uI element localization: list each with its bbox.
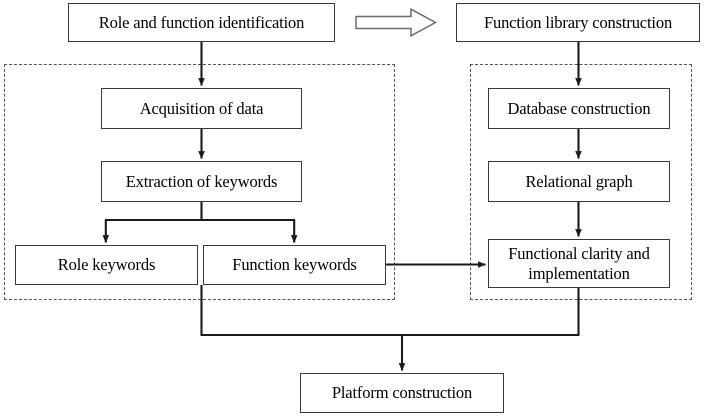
node-label: Extraction of keywords bbox=[125, 171, 278, 191]
node-label-line-2: implementation bbox=[528, 263, 630, 283]
node-relational-graph[interactable]: Relational graph bbox=[488, 161, 670, 202]
role-to-library-block-arrow bbox=[355, 8, 437, 37]
node-function-library-construction[interactable]: Function library construction bbox=[456, 3, 700, 42]
node-label: Acquisition of data bbox=[139, 98, 264, 118]
node-label: Platform construction bbox=[331, 383, 473, 403]
node-label: Database construction bbox=[507, 98, 651, 118]
node-role-keywords[interactable]: Role keywords bbox=[15, 245, 198, 285]
node-database-construction[interactable]: Database construction bbox=[488, 88, 670, 129]
right-dashed-group bbox=[470, 64, 692, 300]
node-platform-construction[interactable]: Platform construction bbox=[300, 373, 504, 413]
node-role-and-function-identification[interactable]: Role and function identification bbox=[68, 3, 335, 42]
node-label-line-1: Functional clarity and bbox=[508, 243, 650, 263]
node-label: Role and function identification bbox=[98, 12, 305, 32]
node-label: Function library construction bbox=[483, 12, 673, 32]
node-acquisition-of-data[interactable]: Acquisition of data bbox=[101, 88, 302, 129]
node-function-keywords[interactable]: Function keywords bbox=[203, 245, 386, 285]
node-extraction-of-keywords[interactable]: Extraction of keywords bbox=[101, 161, 302, 202]
node-label: Function keywords bbox=[232, 255, 357, 275]
node-functional-clarity-and-implementation[interactable]: Functional clarity and implementation bbox=[488, 239, 670, 288]
node-label: Relational graph bbox=[525, 171, 633, 191]
node-label: Role keywords bbox=[57, 255, 156, 275]
left-dashed-group bbox=[4, 64, 395, 300]
node-label: Functional clarity and implementation bbox=[508, 244, 650, 284]
